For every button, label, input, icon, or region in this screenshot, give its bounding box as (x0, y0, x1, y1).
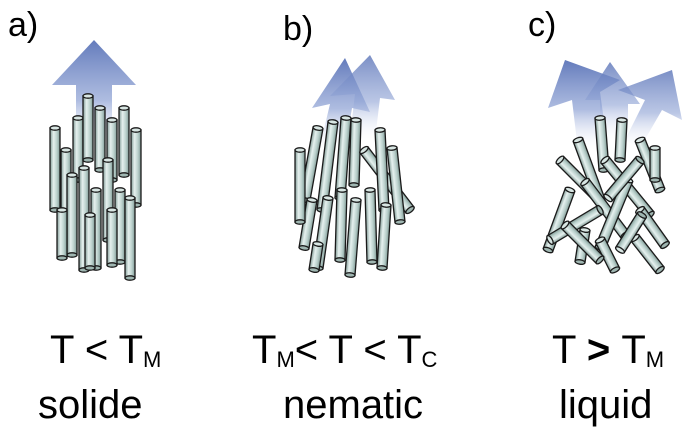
panel-b-condition-text-1: T (252, 328, 277, 372)
panel-label-b: b) (283, 10, 314, 48)
rod-c-16 (560, 220, 605, 265)
rod-a-8 (66, 172, 78, 258)
panel-c-condition-sub-3: M (645, 347, 665, 372)
rod-c-3 (614, 117, 628, 163)
rod-c-10 (546, 204, 604, 246)
panel-c-condition-text-1: T (552, 328, 587, 372)
rod-a-16 (84, 212, 96, 271)
rod-a-2 (72, 115, 84, 183)
rod-a-15 (106, 207, 118, 268)
panel-c-condition-text-2: > (586, 328, 622, 372)
panel-a-director-arrow (52, 40, 136, 150)
rod-a-4 (94, 105, 106, 173)
panel-a-phase-name: solide (38, 383, 143, 427)
rod-a-14 (56, 207, 68, 261)
panel-b-rods (294, 115, 415, 278)
rod-b-12 (376, 202, 392, 271)
rod-b-5 (374, 127, 390, 213)
panel-c-rods (542, 115, 670, 275)
panel-a-condition: T < TM (50, 328, 162, 372)
rod-b-6 (386, 145, 406, 225)
panel-label-a: a) (8, 6, 39, 44)
panel-c-phase-name: liquid (559, 383, 653, 427)
rod-b-13 (294, 147, 306, 225)
rod-c-13 (594, 236, 621, 274)
rod-a-0 (49, 125, 61, 213)
rod-b-9 (334, 187, 348, 263)
panel-b-director-arrows (312, 55, 395, 150)
panel-b-condition: TM< T < TC (252, 328, 438, 372)
panel-b-condition-sub-2: C (421, 347, 438, 372)
panel-a-rods (49, 93, 142, 281)
panel-c-director-arrows (548, 60, 682, 150)
rod-b-7 (298, 197, 318, 251)
panel-c-condition: T > TM (552, 328, 665, 372)
panel-a-condition-text-1: T < T (50, 328, 144, 372)
panel-label-c: c) (528, 6, 557, 44)
rod-a-6 (118, 105, 130, 178)
panel-b-condition-sub-1: M (276, 347, 295, 372)
rod-c-17 (614, 211, 648, 254)
panel-b-phase-name: nematic (283, 383, 424, 427)
panel-a-condition-sub-1: M (143, 347, 162, 372)
panel-c-condition-text-3: T (621, 328, 646, 372)
rod-a-7 (130, 127, 142, 208)
rod-c-5 (649, 145, 661, 183)
rod-c-15 (603, 155, 645, 203)
rod-b-14 (308, 241, 324, 273)
rod-a-3 (82, 93, 94, 163)
rod-b-10 (344, 197, 362, 278)
rod-c-6 (542, 186, 576, 254)
rod-b-11 (364, 187, 378, 265)
rod-a-13 (124, 195, 136, 281)
panel-b-condition-text-2: < T < T (294, 328, 422, 372)
